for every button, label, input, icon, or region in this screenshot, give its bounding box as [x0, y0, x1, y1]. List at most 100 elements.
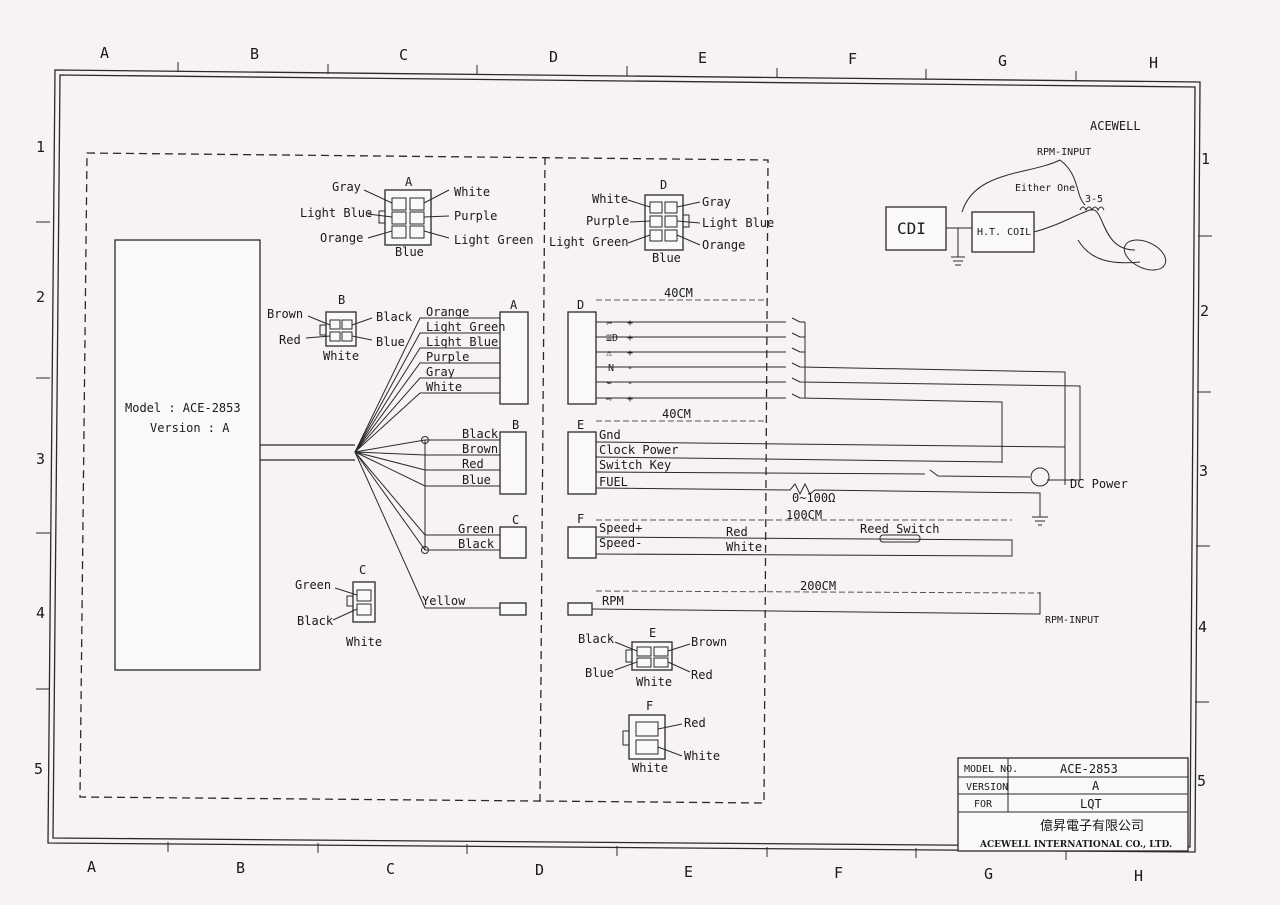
grid-col-c-bottom: C: [386, 860, 395, 878]
harness-a-wire-6: White: [426, 380, 462, 394]
connector-a-right-3: Light Green: [454, 233, 533, 247]
right-e-letter: E: [577, 418, 584, 432]
connector-b-left-1: Brown: [267, 307, 303, 321]
right-turn-icon: ⇨: [606, 394, 612, 405]
model-label: Model : ACE-2853: [125, 401, 241, 415]
harness-b-wire-3: Red: [462, 457, 484, 471]
connector-e-diagram: [614, 641, 691, 673]
clock-power-label: Clock Power: [599, 443, 678, 457]
connector-a-body: Blue: [395, 245, 424, 259]
enclosure-divider: [539, 156, 546, 802]
sign-1: +: [627, 318, 633, 329]
speed-minus-label: Speed-: [599, 536, 642, 550]
version-label: Version : A: [150, 421, 230, 435]
gnd-label: Gnd: [599, 428, 621, 442]
reed-switch-label: Reed Switch: [860, 522, 939, 536]
main-cable: [260, 444, 355, 461]
connector-f-right-1: Red: [684, 716, 706, 730]
switch-key-label: Switch Key: [599, 458, 671, 472]
ignition-rpm-input: RPM-INPUT: [1037, 147, 1091, 158]
connector-a-right-2: Purple: [454, 209, 497, 223]
grid-row-5-right: 5: [1197, 772, 1206, 790]
grid-row-2-right: 2: [1200, 302, 1209, 320]
power-wires: [595, 441, 1066, 526]
fuel-label: FUEL: [599, 475, 628, 489]
right-e-lines: Gnd Clock Power Switch Key FUEL: [599, 428, 678, 489]
grid-row-1: 1: [36, 138, 45, 156]
connector-c-diagram: [332, 581, 376, 623]
harness-c-wire-1: Green: [458, 522, 494, 536]
company-cn: 億昇電子有限公司: [1040, 818, 1144, 834]
harness-a-wire-2: Light Green: [426, 320, 505, 334]
grid-letters-top: A B C D E F G H: [100, 44, 1158, 72]
grid-col-f: F: [848, 50, 857, 68]
connector-b-body: White: [323, 349, 359, 363]
connector-d-letter: D: [660, 178, 667, 192]
connector-e-left-1: Black: [578, 632, 615, 646]
connector-c-left-1: Green: [295, 578, 331, 592]
connector-d-left-2: Purple: [586, 214, 629, 228]
connector-c-letter: C: [359, 563, 366, 577]
right-f-length: 100CM: [786, 508, 822, 522]
connector-b-letter: B: [338, 293, 345, 307]
sign-6: +: [627, 394, 633, 405]
connector-f-letter: F: [646, 699, 653, 713]
ignition-wiring: [946, 159, 1167, 271]
rpm-measure: [595, 590, 1041, 594]
connector-e-right-2: Red: [691, 668, 713, 682]
grid-col-b: B: [250, 45, 259, 63]
connector-e-body: White: [636, 675, 672, 689]
sign-2: +: [627, 333, 633, 344]
harness-a-wire-5: Gray: [426, 365, 455, 379]
connector-a-left-3: Orange: [320, 231, 363, 245]
rpm-input-label: RPM-INPUT: [1045, 615, 1099, 626]
left-turn-icon: ⇦: [606, 318, 612, 329]
connector-b-right-1: Black: [376, 310, 413, 324]
neutral-icon: N: [608, 363, 614, 374]
speed-red-label: Red: [726, 525, 748, 539]
harness-a-letter: A: [510, 298, 518, 312]
grid-col-f-bottom: F: [834, 864, 843, 882]
grid-row-1-right: 1: [1201, 150, 1210, 168]
connector-d-diagram: [627, 194, 701, 251]
rpm-length: 200CM: [800, 579, 836, 593]
grid-letters-bottom: A B C D E F G H: [87, 858, 1143, 885]
connector-e-letter: E: [649, 626, 656, 640]
harness-b-wires: Black Brown Red Blue: [462, 427, 499, 487]
right-e-connector: [567, 431, 597, 495]
cdi-label: CDI: [897, 219, 926, 238]
rpm-label: RPM: [602, 594, 624, 608]
main-unit-box: [114, 239, 261, 671]
title-value-model: ACE-2853: [1060, 762, 1118, 776]
connector-a-letter: A: [405, 175, 413, 189]
connector-d-right-3: Orange: [702, 238, 745, 252]
connector-d-left-3: Light Green: [549, 235, 628, 249]
harness-b-wire-4: Blue: [462, 473, 491, 487]
right-e-length: 40CM: [662, 407, 691, 421]
harness-c-letter: C: [512, 513, 519, 527]
sign-3: +: [627, 348, 633, 359]
connector-e-left-2: Blue: [585, 666, 614, 680]
right-d-letter: D: [577, 298, 584, 312]
indicator-signs: + + + - - +: [627, 318, 633, 405]
grid-row-5: 5: [34, 760, 43, 778]
yellow-connector: [499, 602, 527, 616]
resistor-label: 0~100Ω: [792, 491, 835, 505]
brand-label: ACEWELL: [1090, 119, 1141, 133]
connector-c-body: White: [346, 635, 382, 649]
title-key-model: MODEL NO.: [964, 764, 1018, 775]
speed-plus-label: Speed+: [599, 521, 642, 535]
connector-b-diagram: [305, 311, 373, 347]
high-beam-icon: ≣D: [606, 333, 618, 344]
title-value-for: LQT: [1080, 797, 1102, 811]
grid-col-d-bottom: D: [535, 861, 544, 879]
grid-row-3: 3: [36, 450, 45, 468]
grid-col-a-bottom: A: [87, 858, 96, 876]
right-f-connector: [567, 526, 597, 559]
connector-b-left-2: Red: [279, 333, 301, 347]
connector-d-body: Blue: [652, 251, 681, 265]
harness-a-wire-1: Orange: [426, 305, 469, 319]
harness-a-wires: Orange Light Green Light Blue Purple Gra…: [426, 305, 505, 394]
dc-power-label: DC Power: [1070, 477, 1128, 491]
ht-coil-label: H.T. COIL: [977, 227, 1031, 238]
